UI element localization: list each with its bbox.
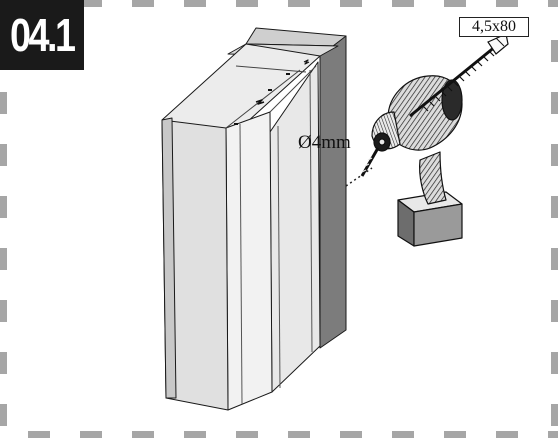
step-number: 04.1 — [10, 9, 76, 61]
drill-bit-label: Ø4mm — [298, 132, 351, 153]
step-number-badge: 04.1 — [0, 0, 84, 70]
screw-size-label: 4,5x80 — [459, 17, 529, 37]
